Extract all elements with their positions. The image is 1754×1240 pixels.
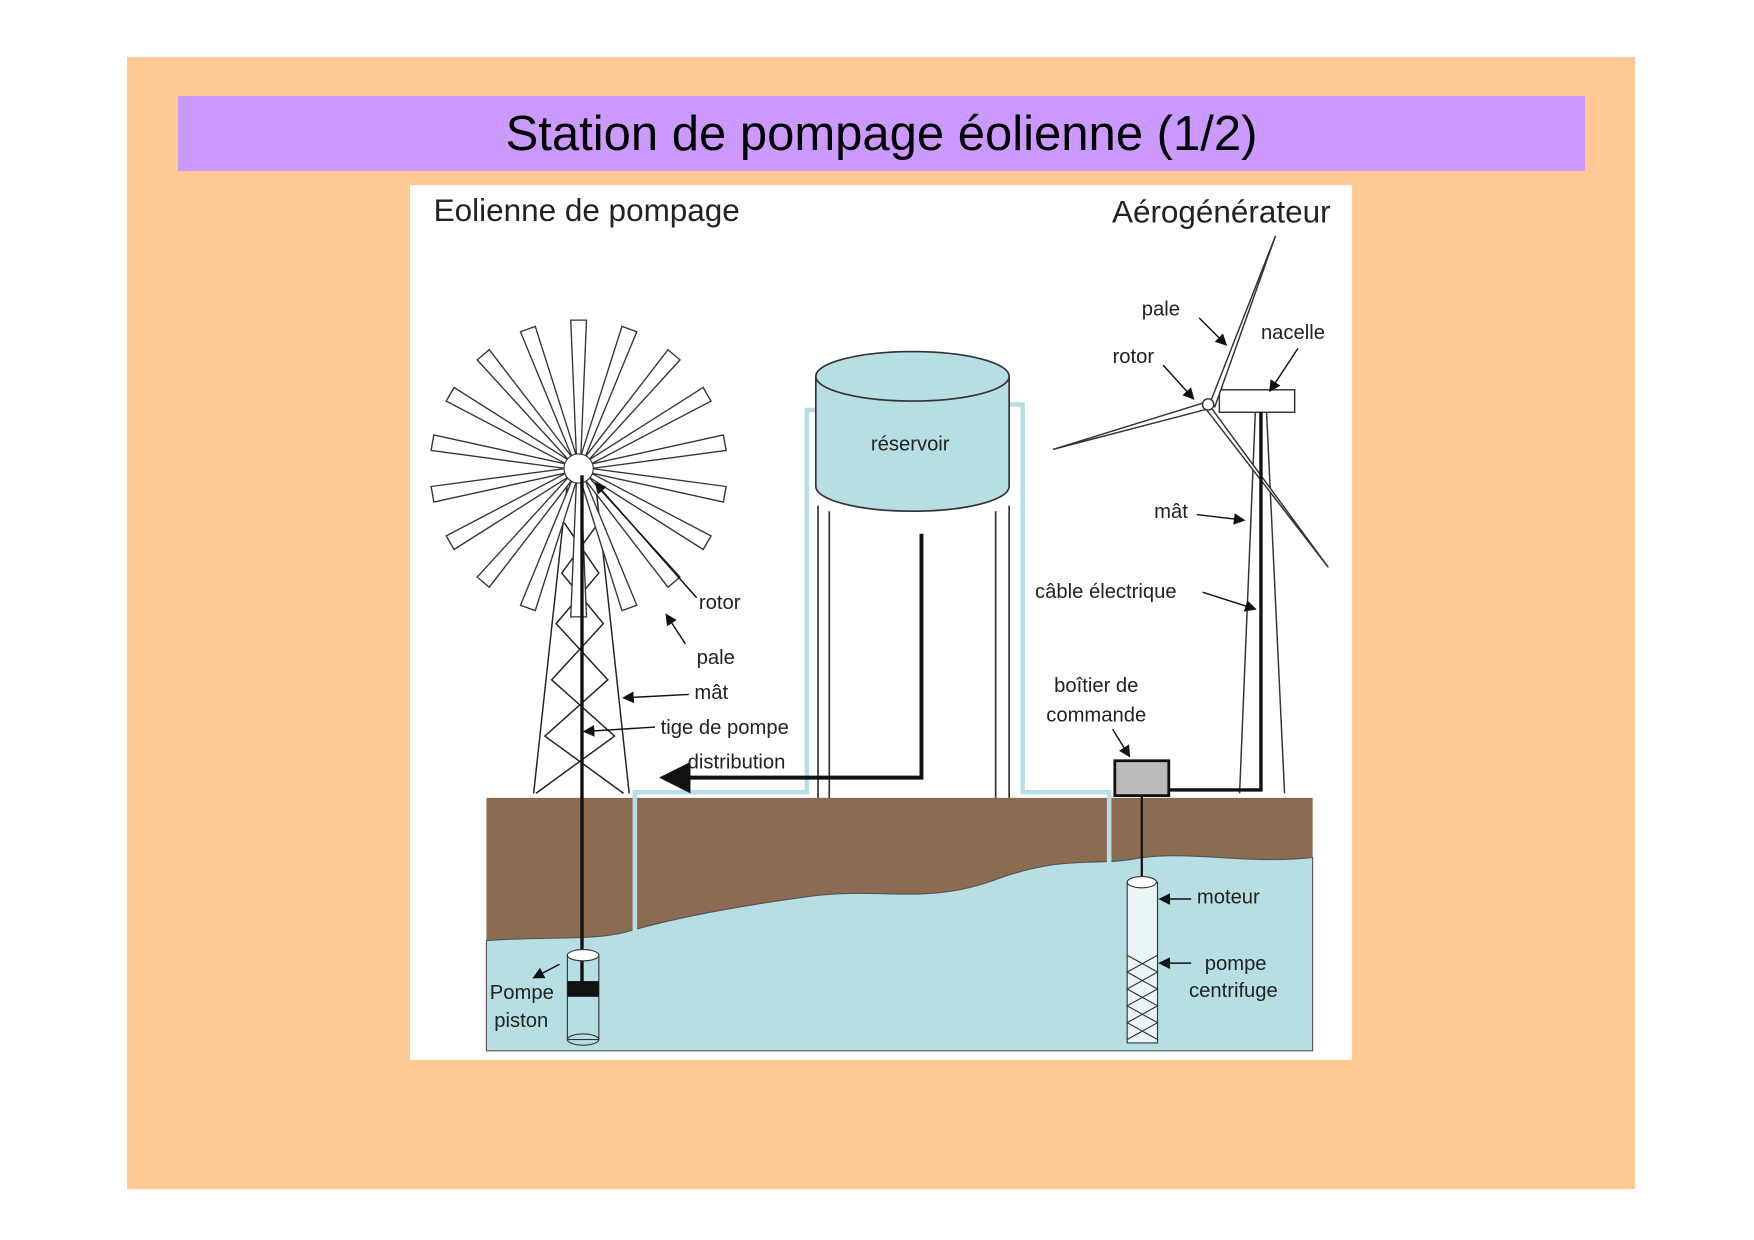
label-rotor-right: rotor bbox=[1113, 346, 1155, 368]
windmill-blade bbox=[430, 467, 567, 503]
distribution-pipe bbox=[658, 533, 924, 794]
label-boitier-1: boîtier de bbox=[1054, 675, 1138, 697]
control-box bbox=[1113, 759, 1171, 798]
windmill-blade bbox=[570, 319, 588, 456]
title-bar: Station de pompage éolienne (1/2) bbox=[178, 96, 1585, 171]
slide: Station de pompage éolienne (1/2) bbox=[127, 57, 1635, 1189]
label-tige: tige de pompe bbox=[661, 717, 789, 739]
label-mat-right: mât bbox=[1154, 501, 1188, 523]
piston-pump bbox=[566, 949, 600, 1046]
label-moteur: moteur bbox=[1197, 887, 1260, 909]
label-nacelle: nacelle bbox=[1261, 322, 1325, 344]
windmill-blade bbox=[590, 434, 727, 470]
groundwater bbox=[485, 855, 1314, 1052]
left-title: Eolienne de pompage bbox=[434, 193, 740, 228]
water-pipe-left bbox=[598, 407, 817, 1025]
label-reservoir: réservoir bbox=[871, 434, 950, 456]
label-pompe-c-2: centrifuge bbox=[1189, 980, 1278, 1002]
water-pipe-right bbox=[1009, 402, 1128, 947]
label-pale-right: pale bbox=[1142, 299, 1180, 321]
windmill-hub bbox=[563, 453, 594, 484]
windmill-blade bbox=[570, 481, 588, 618]
reservoir-tank bbox=[814, 350, 1010, 798]
label-rotor-left: rotor bbox=[699, 592, 741, 614]
label-distribution: distribution bbox=[688, 752, 786, 774]
label-pale-left: pale bbox=[697, 647, 735, 669]
windmill-rotor bbox=[430, 319, 727, 618]
electric-cable bbox=[1168, 412, 1263, 792]
label-cable: câble électrique bbox=[1035, 581, 1177, 603]
right-title: Aérogénérateur bbox=[1112, 194, 1331, 229]
wind-turbine bbox=[1052, 235, 1329, 794]
wind-pumping-diagram: Eolienne de pompage Aérogénérateur rotor… bbox=[410, 185, 1352, 1060]
label-mat-left: mât bbox=[694, 682, 728, 704]
slide-title: Station de pompage éolienne (1/2) bbox=[505, 106, 1258, 161]
windmill-blade bbox=[430, 434, 567, 470]
windmill-blade bbox=[590, 467, 727, 503]
centrifugal-pump bbox=[1126, 875, 1159, 1044]
label-boitier-2: commande bbox=[1046, 704, 1146, 726]
label-pompe-piston-1: Pompe bbox=[490, 982, 554, 1004]
label-pompe-piston-2: piston bbox=[494, 1010, 548, 1032]
diagram-svg: Eolienne de pompage Aérogénérateur rotor… bbox=[430, 193, 1331, 1052]
label-pompe-c-1: pompe bbox=[1205, 953, 1267, 975]
label-arrows bbox=[532, 317, 1299, 979]
